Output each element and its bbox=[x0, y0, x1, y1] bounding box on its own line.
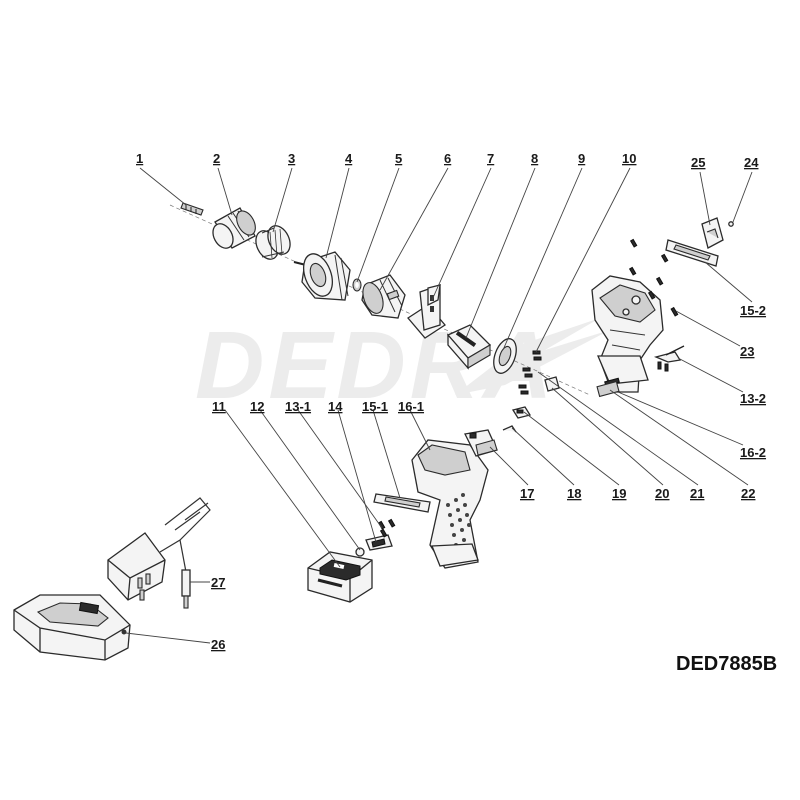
part-14-trigger bbox=[365, 534, 393, 551]
part-24-pin bbox=[728, 221, 734, 227]
label-part-16-1: 16-1 bbox=[398, 399, 424, 414]
part-screws-right bbox=[628, 238, 679, 372]
part-16-1-housing-half bbox=[411, 439, 489, 569]
part-number-labels: 1 2 3 4 5 6 7 8 9 10 25 24 15-2 23 13-2 … bbox=[136, 151, 766, 652]
part-15-1-side-cover bbox=[373, 493, 431, 513]
label-part-8: 8 bbox=[531, 151, 538, 166]
part-13-2-lever bbox=[653, 345, 685, 363]
brand-watermark: DEDRA bbox=[195, 312, 610, 419]
part-8-motor-block bbox=[446, 324, 492, 370]
part-2-chuck bbox=[212, 207, 256, 249]
label-part-4: 4 bbox=[345, 151, 353, 166]
leader-lines bbox=[125, 167, 753, 644]
part-19-contact bbox=[511, 406, 532, 419]
part-5-washer bbox=[352, 278, 362, 292]
label-part-2: 2 bbox=[213, 151, 220, 166]
label-part-6: 6 bbox=[444, 151, 451, 166]
label-part-24: 24 bbox=[744, 155, 759, 170]
part-springs-cluster bbox=[518, 350, 542, 395]
label-part-9: 9 bbox=[578, 151, 585, 166]
part-26-charger-base bbox=[13, 594, 131, 661]
part-20-switch bbox=[544, 376, 560, 392]
label-part-16-2: 16-2 bbox=[740, 445, 766, 460]
label-part-20: 20 bbox=[655, 486, 669, 501]
label-part-13-2: 13-2 bbox=[740, 391, 766, 406]
part-18-clip bbox=[502, 425, 517, 433]
part-7-bracket bbox=[407, 284, 446, 339]
part-3-gear-ring bbox=[255, 225, 291, 260]
part-4-gearbox-housing bbox=[293, 251, 351, 301]
label-part-11: 11 bbox=[212, 399, 226, 414]
part-17-direction-switch bbox=[464, 429, 498, 457]
label-part-22: 22 bbox=[741, 486, 755, 501]
label-part-26: 26 bbox=[211, 637, 225, 652]
label-part-15-1: 15-1 bbox=[362, 399, 388, 414]
label-part-10: 10 bbox=[622, 151, 636, 166]
label-part-23: 23 bbox=[740, 344, 754, 359]
label-part-1: 1 bbox=[136, 151, 143, 166]
label-part-19: 19 bbox=[612, 486, 626, 501]
label-part-14: 14 bbox=[328, 399, 343, 414]
label-part-15-2: 15-2 bbox=[740, 303, 766, 318]
part-6-planetary-gear bbox=[361, 274, 406, 319]
part-1-screw bbox=[180, 202, 204, 216]
part-27-adapter bbox=[107, 497, 211, 609]
part-25-switch-plate bbox=[701, 217, 724, 249]
label-part-18: 18 bbox=[567, 486, 581, 501]
model-number: DED7885B bbox=[676, 653, 777, 675]
label-part-17: 17 bbox=[520, 486, 534, 501]
watermark-text: DEDRA bbox=[195, 312, 556, 419]
part-9-motor-plate bbox=[493, 338, 517, 374]
label-part-13-1: 13-1 bbox=[285, 399, 311, 414]
label-part-27: 27 bbox=[211, 575, 225, 590]
part-13-1-screws bbox=[377, 518, 396, 538]
label-part-7: 7 bbox=[487, 151, 494, 166]
part-15-2-side-cover bbox=[665, 239, 719, 267]
part-16-2-housing-half bbox=[591, 275, 664, 398]
label-part-5: 5 bbox=[395, 151, 402, 166]
label-part-25: 25 bbox=[691, 155, 705, 170]
part-12-nut bbox=[355, 547, 365, 557]
part-11-battery bbox=[307, 551, 373, 603]
watermark-swoosh bbox=[455, 318, 610, 395]
label-part-21: 21 bbox=[690, 486, 704, 501]
label-part-12: 12 bbox=[250, 399, 264, 414]
label-part-3: 3 bbox=[288, 151, 295, 166]
